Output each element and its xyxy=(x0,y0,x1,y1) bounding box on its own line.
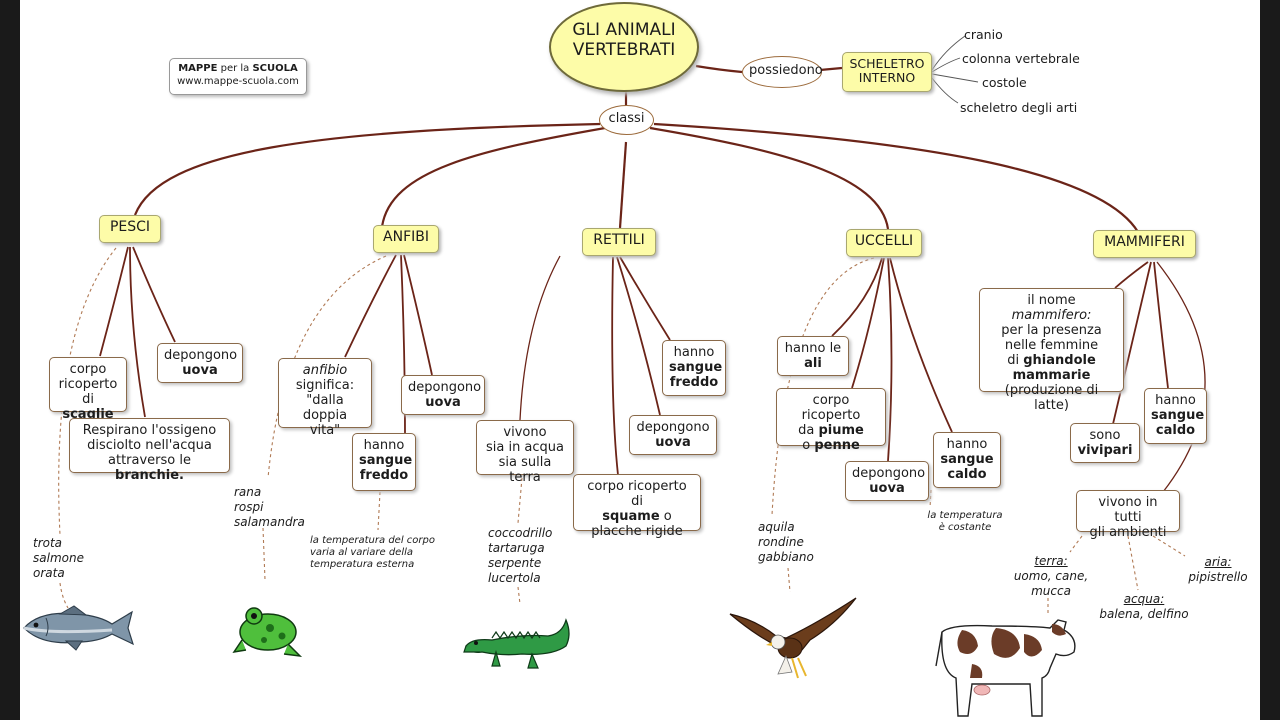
mammiferi-terra: terra: uomo, cane, mucca xyxy=(1013,554,1089,598)
concept-map: MAPPE per la SCUOLA www.mappe-scuola.com… xyxy=(20,0,1260,720)
uccelli-note: la temperatura è costante xyxy=(927,510,1003,533)
uccelli-ali: hanno le ali xyxy=(777,336,849,376)
pesci-uova: depongono uova xyxy=(157,343,243,383)
mammiferi-aria: aria: pipistrello xyxy=(1188,555,1248,584)
uccelli-sangue: hanno sangue caldo xyxy=(933,432,1001,488)
anfibi-uova: depongono uova xyxy=(401,375,485,415)
uccelli-uova: depongono uova xyxy=(845,461,929,501)
uccelli-corpo: corpo ricoperto da piume o penne xyxy=(776,388,886,453)
title-line-2: VERTEBRATI xyxy=(572,40,676,60)
pesci-corpo: corpo ricoperto di scaglie xyxy=(49,357,127,422)
connector-lines xyxy=(58,35,1206,615)
skeleton-part-colonna: colonna vertebrale xyxy=(962,51,1080,66)
logo-mid: per la xyxy=(220,63,250,74)
cow-picture xyxy=(935,619,1076,717)
title-node: GLI ANIMALI VERTEBRATI xyxy=(549,2,699,92)
mammiferi-nome: il nome mammifero: per la presenza nelle… xyxy=(979,288,1124,413)
eagle-picture xyxy=(729,597,857,679)
rettili-examples: coccodrillo tartaruga serpente lucertola xyxy=(488,526,553,585)
rettili-corpo: corpo ricoperto di squame o placche rigi… xyxy=(573,474,701,539)
fish-picture xyxy=(23,605,134,651)
mammiferi-acqua: acqua: balena, delfino xyxy=(1099,592,1189,621)
skeleton-part-arti: scheletro degli arti xyxy=(960,100,1078,115)
link-possiedono: possiedono xyxy=(742,56,823,88)
site-logo[interactable]: MAPPE per la SCUOLA www.mappe-scuola.com xyxy=(169,58,307,95)
class-anfibi: ANFIBI xyxy=(373,225,439,253)
mammiferi-ambienti: vivono in tutti gli ambienti xyxy=(1076,490,1180,540)
logo-brand-2: SCUOLA xyxy=(252,63,298,74)
class-mammiferi: MAMMIFERI xyxy=(1093,230,1196,258)
link-classi: classi xyxy=(599,105,654,135)
anfibi-significa: anfibio significa: "dalla doppia vita" xyxy=(278,358,372,438)
class-rettili: RETTILI xyxy=(582,228,656,256)
mammiferi-sangue: hanno sangue caldo xyxy=(1144,388,1207,444)
anfibi-note: la temperatura del corpo varia al variar… xyxy=(310,535,435,570)
title-line-1: GLI ANIMALI xyxy=(572,20,676,40)
pesci-examples: trota salmone orata xyxy=(33,536,84,580)
rettili-sangue: hanno sangue freddo xyxy=(662,340,726,396)
crocodile-picture xyxy=(463,618,570,669)
mammiferi-vivipari: sono vivipari xyxy=(1070,423,1140,463)
uccelli-examples: aquila rondine gabbiano xyxy=(758,520,814,564)
class-uccelli: UCCELLI xyxy=(846,229,922,257)
class-pesci: PESCI xyxy=(99,215,161,243)
anfibi-examples: rana rospi salamandra xyxy=(234,485,305,529)
rettili-vivono: vivono sia in acqua sia sulla terra xyxy=(476,420,574,485)
skeleton-part-costole: costole xyxy=(982,75,1027,90)
anfibi-sangue: hanno sangue freddo xyxy=(352,433,416,491)
logo-brand: MAPPE xyxy=(178,63,218,74)
rettili-uova: depongono uova xyxy=(629,415,717,455)
pesci-respirano: Respirano l'ossigeno disciolto nell'acqu… xyxy=(69,418,230,483)
logo-url: www.mappe-scuola.com xyxy=(177,76,299,87)
scheletro-interno-node: SCHELETRO INTERNO xyxy=(842,52,932,92)
frog-picture xyxy=(232,607,303,658)
skeleton-part-cranio: cranio xyxy=(964,27,1003,42)
